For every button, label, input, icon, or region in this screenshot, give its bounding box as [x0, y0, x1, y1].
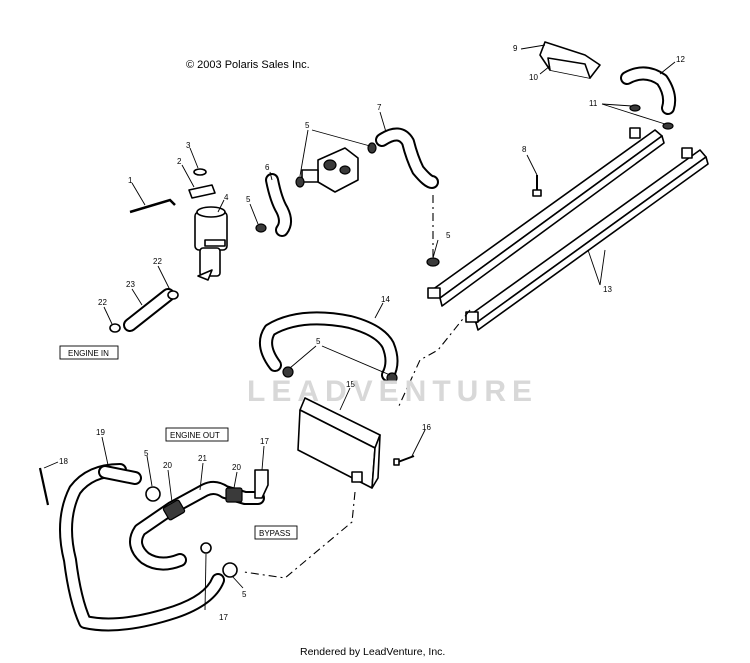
- callout-20: 20: [232, 463, 241, 472]
- rod-part-1: [129, 198, 176, 214]
- bolt-8: [532, 175, 542, 197]
- hose-7: [375, 127, 439, 189]
- corrugated-sections-20: [162, 487, 243, 521]
- hose-elbow-12: [620, 66, 677, 115]
- thermostat-housing: [301, 147, 359, 193]
- hose-19: [59, 463, 225, 632]
- copyright-text: © 2003 Polaris Sales Inc.: [186, 59, 310, 71]
- callout-9: 9: [513, 44, 518, 53]
- callout-20: 20: [163, 461, 172, 470]
- callout-13: 13: [603, 285, 612, 294]
- callout-1: 1: [128, 176, 133, 185]
- clamps-22: [109, 290, 179, 333]
- reservoir-bottle-4: [194, 206, 228, 281]
- callout-4: 4: [224, 193, 229, 202]
- footer-text: Rendered by LeadVenture, Inc.: [300, 646, 446, 658]
- hose-21: [129, 480, 265, 571]
- fittings-17: [200, 469, 269, 554]
- callout-10: 10: [529, 73, 538, 82]
- callout-15: 15: [346, 380, 355, 389]
- bypass-label: BYPASS: [254, 525, 298, 540]
- bolt-16: [393, 455, 415, 466]
- leader-lines: [43, 44, 676, 611]
- svg-text:BYPASS: BYPASS: [259, 529, 290, 538]
- callout-6: 6: [265, 163, 270, 172]
- callout-5: 5: [446, 231, 451, 240]
- callout-8: 8: [522, 145, 527, 154]
- flow-lines: [243, 195, 471, 579]
- o-ring-3: [193, 168, 207, 176]
- callout-19: 19: [96, 428, 105, 437]
- svg-text:ENGINE OUT: ENGINE OUT: [170, 431, 220, 440]
- callout-5: 5: [242, 590, 247, 599]
- callout-numbers: 1 2 3 4 5 5 5 5 5 5 6 7 8 9 10 11 12 13 …: [59, 44, 685, 622]
- radiator-15: [297, 397, 381, 489]
- callout-12: 12: [676, 55, 685, 64]
- callout-21: 21: [198, 454, 207, 463]
- hose-6: [265, 173, 292, 237]
- callout-17: 17: [219, 613, 228, 622]
- callout-17: 17: [260, 437, 269, 446]
- callout-3: 3: [186, 141, 191, 150]
- callout-7: 7: [377, 103, 382, 112]
- callout-18: 18: [59, 457, 68, 466]
- clamps-5-upper: [255, 142, 440, 267]
- callout-16: 16: [422, 423, 431, 432]
- callout-5: 5: [305, 121, 310, 130]
- engine-out-label: ENGINE OUT: [165, 427, 229, 442]
- clamps-5-mid: [282, 366, 398, 384]
- callout-11: 11: [589, 99, 598, 108]
- watermark: LEADVENTURE: [247, 375, 539, 408]
- top-cover-part: [539, 41, 601, 79]
- callout-14: 14: [381, 295, 390, 304]
- hose-14: [259, 311, 399, 382]
- callout-2: 2: [177, 157, 182, 166]
- cap-2: [188, 184, 216, 199]
- callout-22: 22: [153, 257, 162, 266]
- strap-18: [38, 467, 50, 506]
- engine-in-label: ENGINE IN: [59, 345, 119, 360]
- callout-5: 5: [144, 449, 149, 458]
- svg-text:ENGINE IN: ENGINE IN: [68, 349, 109, 358]
- callout-22: 22: [98, 298, 107, 307]
- hose-23: [123, 288, 175, 332]
- callout-23: 23: [126, 280, 135, 289]
- heat-exchanger-rails: [427, 127, 709, 331]
- callout-5: 5: [316, 337, 321, 346]
- callout-5: 5: [246, 195, 251, 204]
- clamps-11: [629, 104, 674, 130]
- clamps-5-lower: [145, 486, 238, 578]
